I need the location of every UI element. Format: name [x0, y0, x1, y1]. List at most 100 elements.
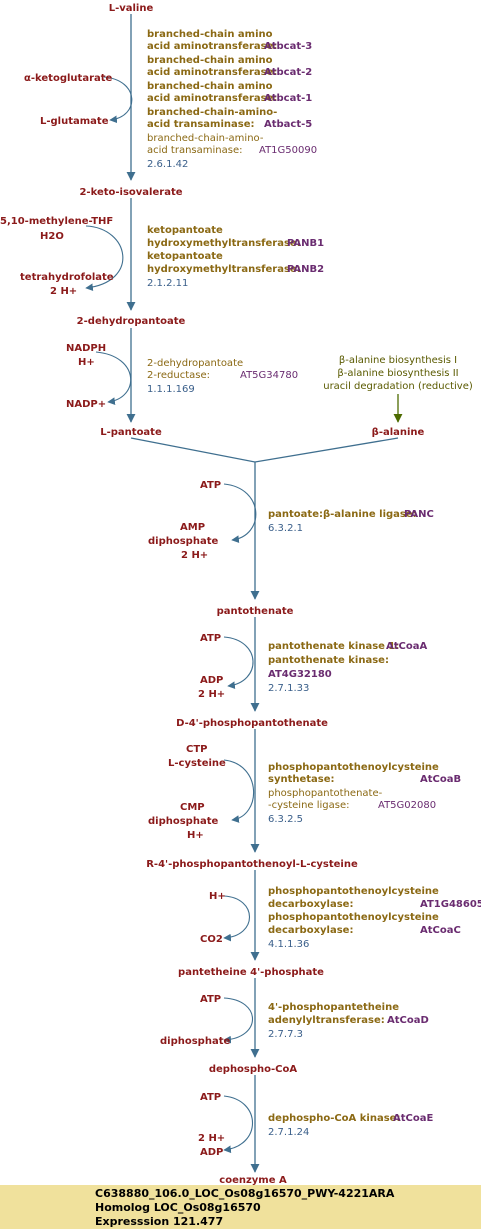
- gene-coae[interactable]: AtCoaE: [393, 1113, 433, 1124]
- ec-number-reductase[interactable]: 1.1.1.169: [147, 384, 195, 395]
- ec-number-panb[interactable]: 2.1.2.11: [147, 278, 188, 289]
- gene-panb1[interactable]: PANB1: [287, 238, 324, 249]
- ec-number-panc[interactable]: 6.3.2.1: [268, 523, 303, 534]
- enzyme-bcatx-line1[interactable]: branched-chain-amino-: [147, 133, 264, 144]
- ec-number-coab[interactable]: 6.3.2.5: [268, 814, 303, 825]
- compound-methylene-thf[interactable]: 5,10-methylene-THF: [0, 216, 113, 227]
- pathway-link-uracil-degradation[interactable]: uracil degradation (reductive): [323, 381, 473, 392]
- compound-dehydropantoate[interactable]: 2-dehydropantoate: [77, 316, 186, 327]
- compound-keto-isovalerate[interactable]: 2-keto-isovalerate: [79, 187, 182, 198]
- compound-h-plus-3[interactable]: H+: [209, 891, 226, 902]
- gene-panb2[interactable]: PANB2: [287, 264, 324, 275]
- enzyme-dc2-line2[interactable]: decarboxylase:: [268, 925, 353, 936]
- gene-at1g50090[interactable]: AT1G50090: [259, 145, 317, 156]
- compound-atp-2[interactable]: ATP: [200, 633, 221, 644]
- gene-coab[interactable]: AtCoaB: [420, 774, 461, 785]
- enzyme-bcatx-line2[interactable]: acid transaminase:: [147, 145, 242, 156]
- gene-at4g32180[interactable]: AT4G32180: [268, 669, 332, 680]
- compound-diphosphate-3[interactable]: diphosphate: [160, 1036, 230, 1047]
- enzyme-reductase-line2[interactable]: 2-reductase:: [147, 370, 210, 381]
- compound-diphosphate-2[interactable]: diphosphate: [148, 816, 218, 827]
- gene-panc[interactable]: PANC: [404, 509, 434, 520]
- enzyme-coab-line2[interactable]: synthetase:: [268, 774, 335, 785]
- enzyme-bcat3-line2[interactable]: acid aminotransferase:: [147, 41, 277, 52]
- compound-tetrahydrofolate[interactable]: tetrahydrofolate: [20, 272, 114, 283]
- enzyme-ppcl-line2[interactable]: -cysteine ligase:: [268, 800, 350, 811]
- compound-alpha-ketoglutarate[interactable]: α-ketoglutarate: [24, 73, 113, 84]
- enzyme-dc1-line2[interactable]: decarboxylase:: [268, 899, 353, 910]
- enzyme-panc[interactable]: pantoate:β-alanine ligase:: [268, 509, 417, 520]
- compound-h-plus[interactable]: H+: [78, 357, 95, 368]
- enzyme-panb2-line1[interactable]: ketopantoate: [147, 251, 223, 262]
- gene-bcat2[interactable]: Atbcat-2: [264, 67, 312, 78]
- enzyme-dc2-line1[interactable]: phosphopantothenoylcysteine: [268, 912, 439, 923]
- enzyme-coab-line1[interactable]: phosphopantothenoylcysteine: [268, 762, 439, 773]
- ec-number-coae[interactable]: 2.7.1.24: [268, 1127, 309, 1138]
- enzyme-panb1-line1[interactable]: ketopantoate: [147, 225, 223, 236]
- compound-adp-1[interactable]: ADP: [200, 675, 223, 686]
- compound-2h-plus-4[interactable]: 2 H+: [198, 1133, 225, 1144]
- compound-nadph[interactable]: NADPH: [66, 343, 106, 354]
- compound-2h-plus-2[interactable]: 2 H+: [181, 550, 208, 561]
- compound-2h-plus[interactable]: 2 H+: [50, 286, 77, 297]
- compound-pantetheine-phosphate[interactable]: pantetheine 4'-phosphate: [178, 967, 324, 978]
- gene-bcat3[interactable]: Atbcat-3: [264, 41, 312, 52]
- enzyme-bcat5-line1[interactable]: branched-chain-amino-: [147, 107, 277, 118]
- compound-nadp-plus[interactable]: NADP+: [66, 399, 106, 410]
- enzyme-bcat2-line1[interactable]: branched-chain amino: [147, 55, 273, 66]
- enzyme-ppcl-line1[interactable]: phosphopantothenate-: [268, 788, 383, 799]
- compound-pantothenate[interactable]: pantothenate: [217, 606, 294, 617]
- enzyme-dc1-line1[interactable]: phosphopantothenoylcysteine: [268, 886, 439, 897]
- compound-co2[interactable]: CO2: [200, 934, 223, 945]
- enzyme-bcat3-line1[interactable]: branched-chain amino: [147, 29, 273, 40]
- enzyme-reductase-line1[interactable]: 2-dehydropantoate: [147, 358, 243, 369]
- enzyme-bcat1-line2[interactable]: acid aminotransferase:: [147, 93, 277, 104]
- compound-adp-2[interactable]: ADP: [200, 1147, 223, 1158]
- ec-number-coac[interactable]: 4.1.1.36: [268, 939, 309, 950]
- enzyme-coad-line1[interactable]: 4'-phosphopantetheine: [268, 1002, 399, 1013]
- enzyme-coad-line2[interactable]: adenylyltransferase:: [268, 1015, 385, 1026]
- enzyme-panb2-line2[interactable]: hydroxymethyltransferase:: [147, 264, 301, 275]
- compound-h2o[interactable]: H2O: [40, 231, 64, 242]
- enzyme-coae[interactable]: dephospho-CoA kinase:: [268, 1113, 400, 1124]
- enzyme-panb1-line2[interactable]: hydroxymethyltransferase:: [147, 238, 301, 249]
- compound-dephospho-coa[interactable]: dephospho-CoA: [209, 1064, 298, 1075]
- ec-number-bcat[interactable]: 2.6.1.42: [147, 159, 188, 170]
- enzyme-bcat1-line1[interactable]: branched-chain amino: [147, 81, 273, 92]
- footer-line-3: Expresssion 121.477: [95, 1215, 224, 1228]
- compound-amp[interactable]: AMP: [180, 522, 205, 533]
- enzyme-bcat2-line2[interactable]: acid aminotransferase:: [147, 67, 277, 78]
- pathway-link-beta-alanine-2[interactable]: β-alanine biosynthesis II: [337, 368, 458, 379]
- compound-l-glutamate[interactable]: L-glutamate: [40, 116, 109, 127]
- compound-2h-plus-3[interactable]: 2 H+: [198, 689, 225, 700]
- gene-coaa[interactable]: AtCoaA: [386, 641, 427, 652]
- gene-coad[interactable]: AtCoaD: [387, 1015, 429, 1026]
- compound-cmp[interactable]: CMP: [180, 802, 205, 813]
- gene-bcat5[interactable]: Atbact-5: [264, 119, 312, 130]
- gene-bcat1[interactable]: Atbcat-1: [264, 93, 312, 104]
- compound-atp-1[interactable]: ATP: [200, 480, 221, 491]
- compound-coenzyme-a[interactable]: coenzyme A: [219, 1175, 287, 1185]
- compound-atp-3[interactable]: ATP: [200, 994, 221, 1005]
- compound-l-pantoate[interactable]: L-pantoate: [100, 427, 162, 438]
- gene-at5g34780[interactable]: AT5G34780: [240, 370, 298, 381]
- enzyme-coaa[interactable]: pantothenate kinase 1:: [268, 641, 399, 652]
- gene-at1g48605[interactable]: AT1G48605: [420, 899, 481, 910]
- enzyme-pantothenate-kinase[interactable]: pantothenate kinase:: [268, 655, 389, 666]
- compound-phosphopantothenoyl-cysteine[interactable]: R-4'-phosphopantothenoyl-L-cysteine: [146, 859, 358, 870]
- gene-coac[interactable]: AtCoaC: [420, 925, 461, 936]
- enzyme-bcat5-line2[interactable]: acid transaminase:: [147, 119, 254, 130]
- compound-atp-4[interactable]: ATP: [200, 1092, 221, 1103]
- compound-l-valine[interactable]: L-valine: [109, 3, 154, 14]
- compound-h-plus-2[interactable]: H+: [187, 830, 204, 841]
- ec-number-coaa[interactable]: 2.7.1.33: [268, 683, 309, 694]
- compound-ctp[interactable]: CTP: [186, 744, 208, 755]
- compound-diphosphate-1[interactable]: diphosphate: [148, 536, 218, 547]
- compound-phosphopantothenate[interactable]: D-4'-phosphopantothenate: [176, 718, 328, 729]
- gene-at5g02080[interactable]: AT5G02080: [378, 800, 436, 811]
- pathway-link-beta-alanine-1[interactable]: β-alanine biosynthesis I: [339, 355, 457, 366]
- side-arc-coab: [223, 759, 255, 823]
- compound-l-cysteine[interactable]: L-cysteine: [168, 758, 226, 769]
- compound-beta-alanine[interactable]: β-alanine: [372, 427, 425, 438]
- ec-number-coad[interactable]: 2.7.7.3: [268, 1029, 303, 1040]
